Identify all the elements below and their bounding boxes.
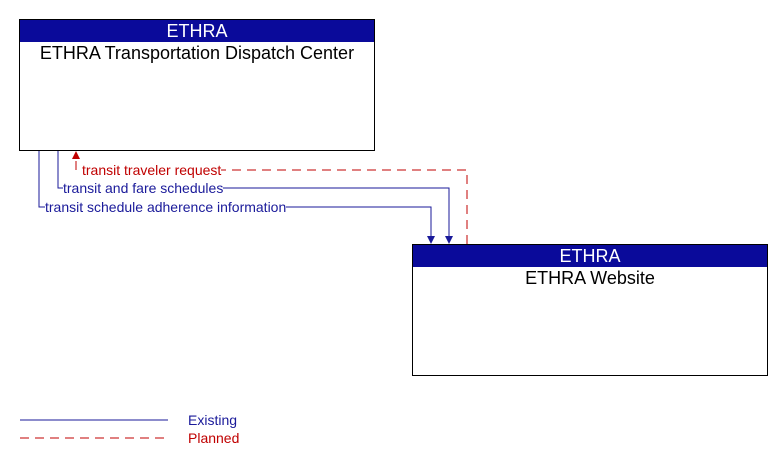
flow-line-transit-traveler-request bbox=[75, 158, 468, 244]
element-title: ETHRA Transportation Dispatch Center bbox=[39, 43, 355, 63]
legend-planned-label: Planned bbox=[188, 430, 240, 446]
arrowhead-down-icon bbox=[445, 236, 453, 244]
element-title: ETHRA Website bbox=[525, 268, 655, 288]
element-box-dispatch-center[interactable]: ETHRA ETHRA Transportation Dispatch Cent… bbox=[19, 19, 375, 151]
flow-label-transit-and-fare-schedules[interactable]: transit and fare schedules bbox=[63, 180, 224, 196]
element-box-website[interactable]: ETHRA ETHRA Website bbox=[412, 244, 768, 376]
flow-line-transit-and-fare-schedules bbox=[57, 151, 450, 237]
flow-label-transit-schedule-adherence-information[interactable]: transit schedule adherence information bbox=[45, 199, 287, 215]
arrowhead-up-icon bbox=[72, 151, 80, 159]
flow-label-transit-traveler-request[interactable]: transit traveler request bbox=[82, 162, 222, 178]
legend-existing-label: Existing bbox=[188, 412, 238, 428]
arrowhead-down-icon bbox=[427, 236, 435, 244]
element-header: ETHRA bbox=[20, 20, 374, 42]
element-header: ETHRA bbox=[413, 245, 767, 267]
